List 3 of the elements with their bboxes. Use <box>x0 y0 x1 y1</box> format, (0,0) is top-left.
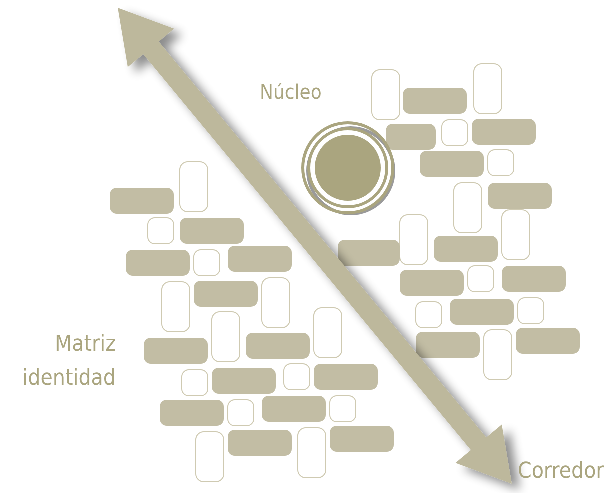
region-label: Matriz identidad <box>22 331 116 393</box>
node-label: Núcleo <box>260 80 322 104</box>
arrow-end-label: Corredor <box>518 458 604 486</box>
